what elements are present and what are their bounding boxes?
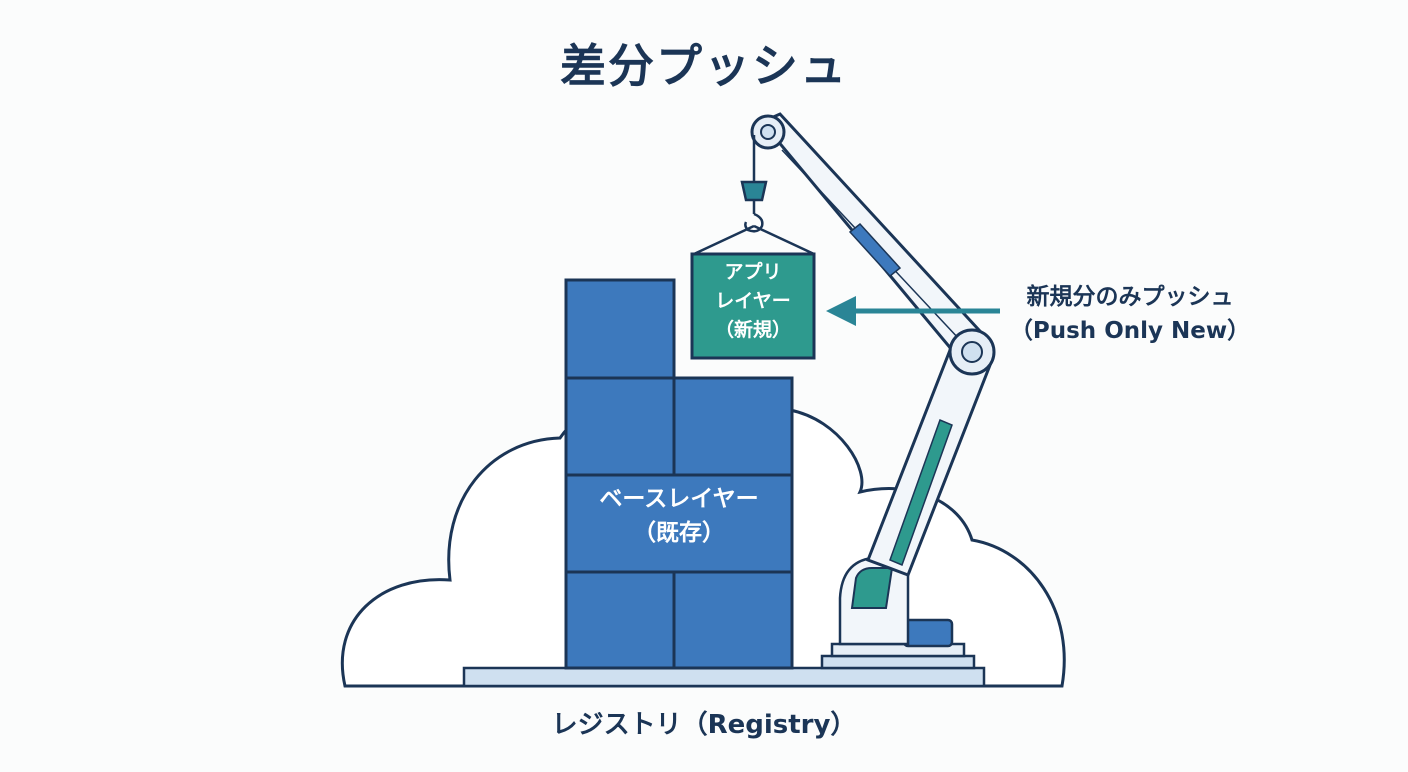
push-arrow <box>826 296 1000 326</box>
crane-hook-block <box>740 180 768 202</box>
app-layer-label-line2: レイヤー <box>715 290 791 312</box>
crane-counterweight <box>902 618 954 648</box>
base-block-r2-right <box>672 376 794 477</box>
base-block-top <box>564 278 676 380</box>
app-layer-label: アプリ レイヤー （新規） <box>692 258 814 345</box>
crane-tip-pivot-inner <box>760 124 776 140</box>
crane-lower-arm-stripe <box>889 419 953 566</box>
app-layer-label-line3: （新規） <box>714 319 791 341</box>
base-block-r4-right <box>672 570 794 670</box>
crane-upper-arm-stripe <box>848 222 902 278</box>
base-layer-label-line2: （既存） <box>633 520 725 546</box>
base-block-r2-left <box>564 376 676 477</box>
crane-base-lower <box>820 654 976 670</box>
crane <box>693 112 996 670</box>
push-arrow-head <box>826 296 856 326</box>
push-callout: 新規分のみプッシュ （Push Only New） <box>1000 280 1260 348</box>
base-layer-label-line1: ベースレイヤー <box>599 486 759 512</box>
crane-elbow-pivot-inner <box>961 341 983 363</box>
base-layer-label: ベースレイヤー （既存） <box>566 482 792 550</box>
app-layer-block <box>690 252 816 360</box>
push-callout-line2: （Push Only New） <box>1009 318 1251 344</box>
crane-hook <box>744 212 764 233</box>
base-block-r4-left <box>564 570 676 670</box>
crane-sling <box>693 224 815 256</box>
app-layer-label-line1: アプリ <box>724 261 782 283</box>
base-layer-blocks <box>564 278 794 670</box>
push-callout-line1: 新規分のみプッシュ <box>1026 284 1234 310</box>
base-block-r3 <box>564 473 794 574</box>
crane-cab-window <box>850 567 894 609</box>
page-title: 差分プッシュ <box>560 39 848 93</box>
registry-label: レジストリ（Registry） <box>551 710 857 740</box>
registry-platform <box>462 666 986 688</box>
